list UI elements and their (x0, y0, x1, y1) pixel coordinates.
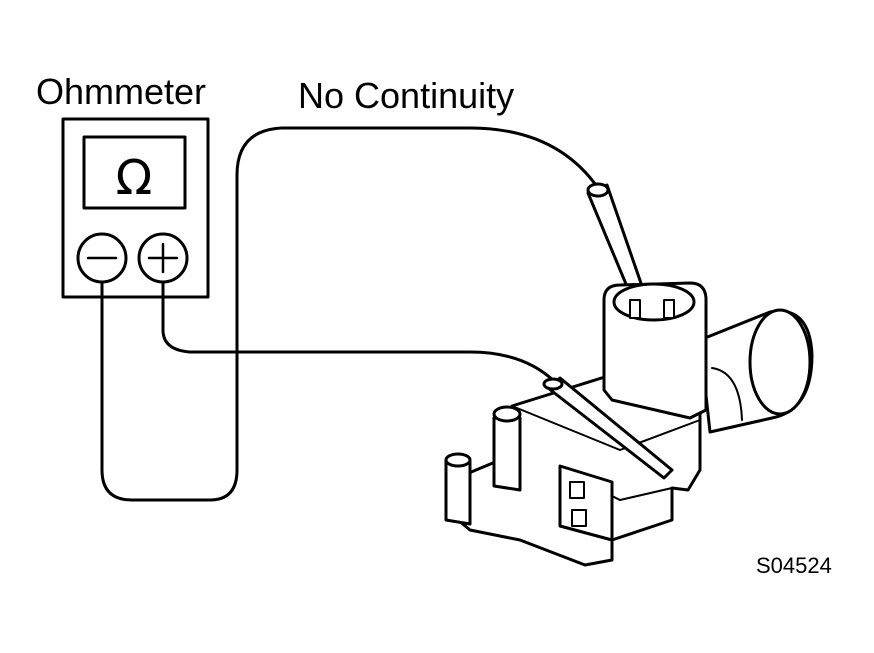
bracket-slot-lower (571, 509, 587, 527)
port-left-tall (492, 416, 522, 492)
coil-ring (711, 367, 743, 421)
connector-pin-left (629, 299, 641, 319)
continuity-result-label: No Continuity (298, 75, 515, 116)
negative-test-lead (100, 126, 600, 502)
ohmmeter-label: Ohmmeter (36, 71, 207, 112)
vsv-valve (444, 281, 814, 567)
port-left-tall-top (492, 405, 522, 423)
figure-code: S04524 (756, 553, 832, 578)
connector-pin-right (663, 299, 675, 319)
positive-test-lead (161, 280, 558, 385)
port-left-short-top (444, 452, 472, 468)
ohm-symbol-icon: Ω (116, 150, 153, 206)
upper-probe-tip (586, 182, 610, 198)
ohmmeter: Ω (61, 117, 210, 299)
connector-opening (612, 282, 696, 322)
lower-probe-tip (542, 377, 564, 391)
port-left-short (444, 458, 472, 526)
coil-end-cap (748, 308, 812, 416)
lower-probe (542, 376, 674, 480)
ohmmeter-display (82, 135, 187, 210)
bracket-slot-upper (569, 481, 585, 499)
